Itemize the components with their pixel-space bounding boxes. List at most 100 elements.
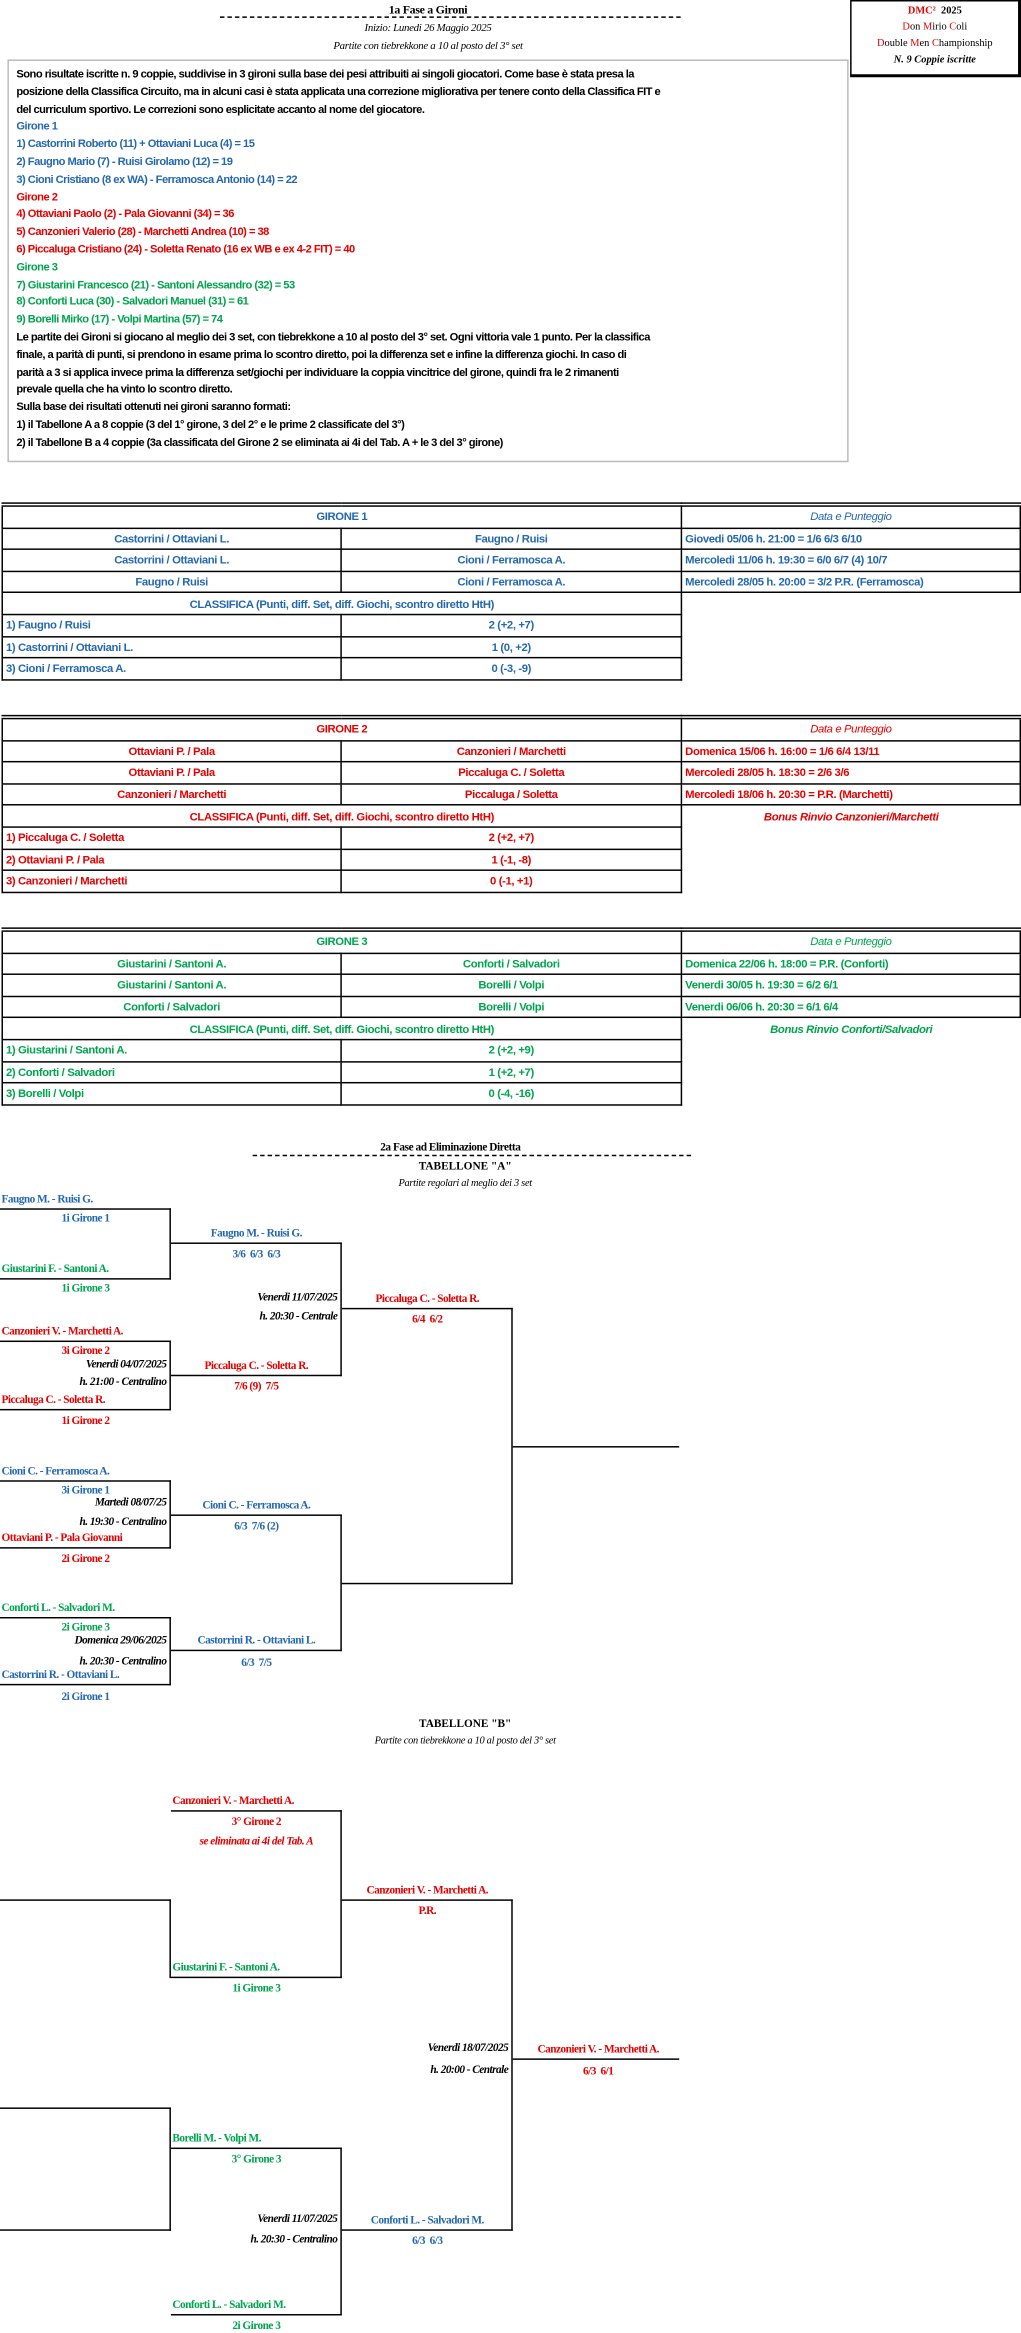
standings-team: 1) Castorrini / Ottaviani L. [1,635,342,659]
intro-girone-heading: Girone 1 [16,119,58,133]
bracket-line [0,1547,171,1549]
standings-header: CLASSIFICA (Punti, diff. Set, diff. Gioc… [1,804,683,828]
intro-couple: 8) Conforti Luca (30) - Salvadori Manuel… [16,294,249,309]
match-date: Martedi 08/07/25 [94,1495,167,1509]
match-time: h. 20:30 - Centralino [79,1654,167,1668]
match-result: Giovedi 05/06 h. 21:00 = 1/6 6/3 6/10 [680,527,1021,551]
match-rule: Partite con tiebrekkone a 10 al posto de… [333,38,523,53]
bracket-line [170,1374,342,1377]
team-a: Canzonieri / Marchetti [1,782,342,807]
intro-box: Sono risultate iscritte n. 9 coppie, sud… [7,59,849,463]
team-name: Giustarini F. - Santoni A. [172,1960,280,1974]
team-name: Cioni C. - Ferramosca A. [1,1463,110,1478]
intro-couple: 4) Ottaviani Paolo (2) - Pala Giovanni (… [16,207,234,221]
team-note: se eliminata ai 4i del Tab. A [199,1833,314,1848]
standings-team: 3) Canzonieri / Marchetti [1,869,342,893]
standings-team: 1) Giustarini / Santoni A. [1,1038,342,1062]
intro-line: Sulla base dei risultati ottenuti nei gi… [16,399,291,414]
intro-couple: 2) Faugno Mario (7) - Ruisi Girolamo (12… [16,154,233,168]
bracket-line [0,2229,171,2231]
bracket-line [340,1242,342,1377]
girone-title: GIRONE 2 [1,716,683,741]
winner-name: Piccaluga C. - Soletta R. [204,1358,309,1372]
badge-year: 2025 [940,4,962,17]
bracket-line [170,2314,342,2316]
bonus-note: Bonus Rinvio Canzonieri/Marchetti [763,809,939,824]
final-score: 6/3 6/1 [583,2064,614,2078]
girone-title: GIRONE 3 [1,928,683,954]
winner-name: Cioni C. - Ferramosca A. [202,1498,311,1512]
team-name: Faugno M. - Ruisi G. [1,1191,93,1206]
team-name: Giustarini F. - Santoni A. [1,1261,109,1276]
standings-row: 1) Giustarini / Santoni A.2 (+2, +9) [1,1038,1020,1062]
match-row: Giustarini / Santoni A.Conforti / Salvad… [1,952,1021,976]
badge-championship: Double Men Championship [876,37,993,50]
bracket-line [170,1514,342,1516]
standings-score: 2 (+2, +7) [340,613,683,637]
team-b: Borelli / Volpi [340,995,683,1019]
match-date: Venerdi 11/07/2025 [257,2211,338,2225]
bracket-final-line [512,2058,680,2060]
bracket-final-line [512,1446,680,1448]
intro-line: Le partite dei Gironi si giocano al megl… [16,329,650,344]
standings-team: 3) Cioni / Ferramosca A. [1,657,342,681]
intro-girone-heading: Girone 2 [16,189,58,203]
bracket-line [0,1899,171,1901]
bracket-line [0,2107,171,2109]
team-name: Conforti L. - Salvadori M. [172,2297,286,2312]
team-a: Giustarini / Santoni A. [1,952,342,976]
bracket-line [0,1278,171,1280]
team-b: Piccaluga / Soletta [340,782,683,807]
bracket-line [511,1899,513,2231]
standings-score: 1 (+2, +7) [340,1060,683,1084]
intro-line: parità a 3 si applica invece prima la di… [16,364,619,379]
match-row: Castorrini / Ottaviani L.Cioni / Ferramo… [1,548,1021,572]
match-result: Mercoledi 28/05 h. 20:00 = 3/2 P.R. (Fer… [680,570,1021,594]
match-score: 6/3 7/6 (2) [234,1518,279,1533]
team-seed: 1i Girone 3 [61,1281,110,1295]
bracket-line [0,1208,171,1210]
team-a: Ottaviani P. / Pala [1,761,342,785]
match-time: h. 21:00 - Centralino [79,1374,167,1389]
team-seed: 1i Girone 1 [61,1211,110,1225]
bracket-line [341,1899,513,1901]
intro-couple: 3) Cioni Cristiano (8 ex WA) - Ferramosc… [16,172,298,186]
match-result: Venerdi 06/06 h. 20:30 = 6/1 6/4 [680,995,1021,1019]
match-time: h. 20:30 - Centrale [259,1309,338,1323]
bracket-line [0,1683,171,1686]
phase-2-title: 2a Fase ad Eliminazione Diretta [380,1139,521,1154]
team-b: Conforti / Salvadori [340,952,683,976]
match-score: 7/6 (9) 7/5 [234,1379,279,1393]
intro-couple: 5) Canzonieri Valerio (28) - Marchetti A… [16,224,269,239]
standings-header: CLASSIFICA (Punti, diff. Set, diff. Gioc… [1,1017,683,1041]
standings-score: 0 (-4, -16) [340,1082,683,1106]
standings-header: CLASSIFICA (Punti, diff. Set, diff. Gioc… [1,592,683,616]
standings-score: 2 (+2, +9) [340,1038,683,1062]
winner-name: Faugno M. - Ruisi G. [210,1226,303,1240]
team-b: Canzonieri / Marchetti [340,739,683,763]
tabellone-a-subtitle: Partite regolari al meglio dei 3 set [398,1177,532,1189]
match-result: Venerdi 30/05 h. 19:30 = 6/2 6/1 [680,973,1021,997]
match-date: Domenica 29/06/2025 [74,1633,167,1647]
team-b: Borelli / Volpi [340,973,683,997]
winner-name: Conforti L. - Salvadori M. [370,2212,485,2227]
team-seed: 3° Girone 2 [231,1814,282,1829]
bracket-line [170,1976,342,1979]
bracket-line [0,1340,171,1343]
bracket-line [511,1307,513,1585]
intro-couple: 6) Piccaluga Cristiano (24) - Soletta Re… [16,242,355,256]
date-header: Data e Punteggio [680,928,1021,954]
team-a: Ottaviani P. / Pala [1,739,342,763]
bracket-line [341,1307,513,1310]
tabellone-a-title: TABELLONE "A" [418,1159,512,1173]
